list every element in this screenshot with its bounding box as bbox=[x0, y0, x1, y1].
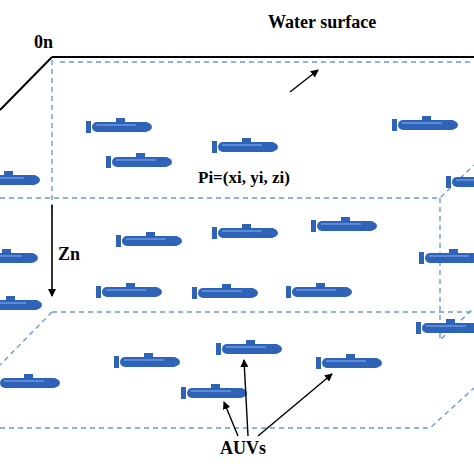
volume-dashed-edges bbox=[0, 60, 474, 428]
auv-fleet bbox=[0, 116, 474, 399]
box-edge bbox=[0, 57, 474, 110]
origin-label: 0n bbox=[34, 32, 53, 53]
axis-label: Zn bbox=[58, 244, 80, 265]
leader-arrows bbox=[224, 70, 332, 436]
position-label: Pi=(xi, yi, zi) bbox=[198, 168, 290, 188]
auv-label: AUVs bbox=[220, 438, 266, 459]
surface-label: Water surface bbox=[268, 12, 376, 33]
depth-axis bbox=[51, 205, 53, 296]
